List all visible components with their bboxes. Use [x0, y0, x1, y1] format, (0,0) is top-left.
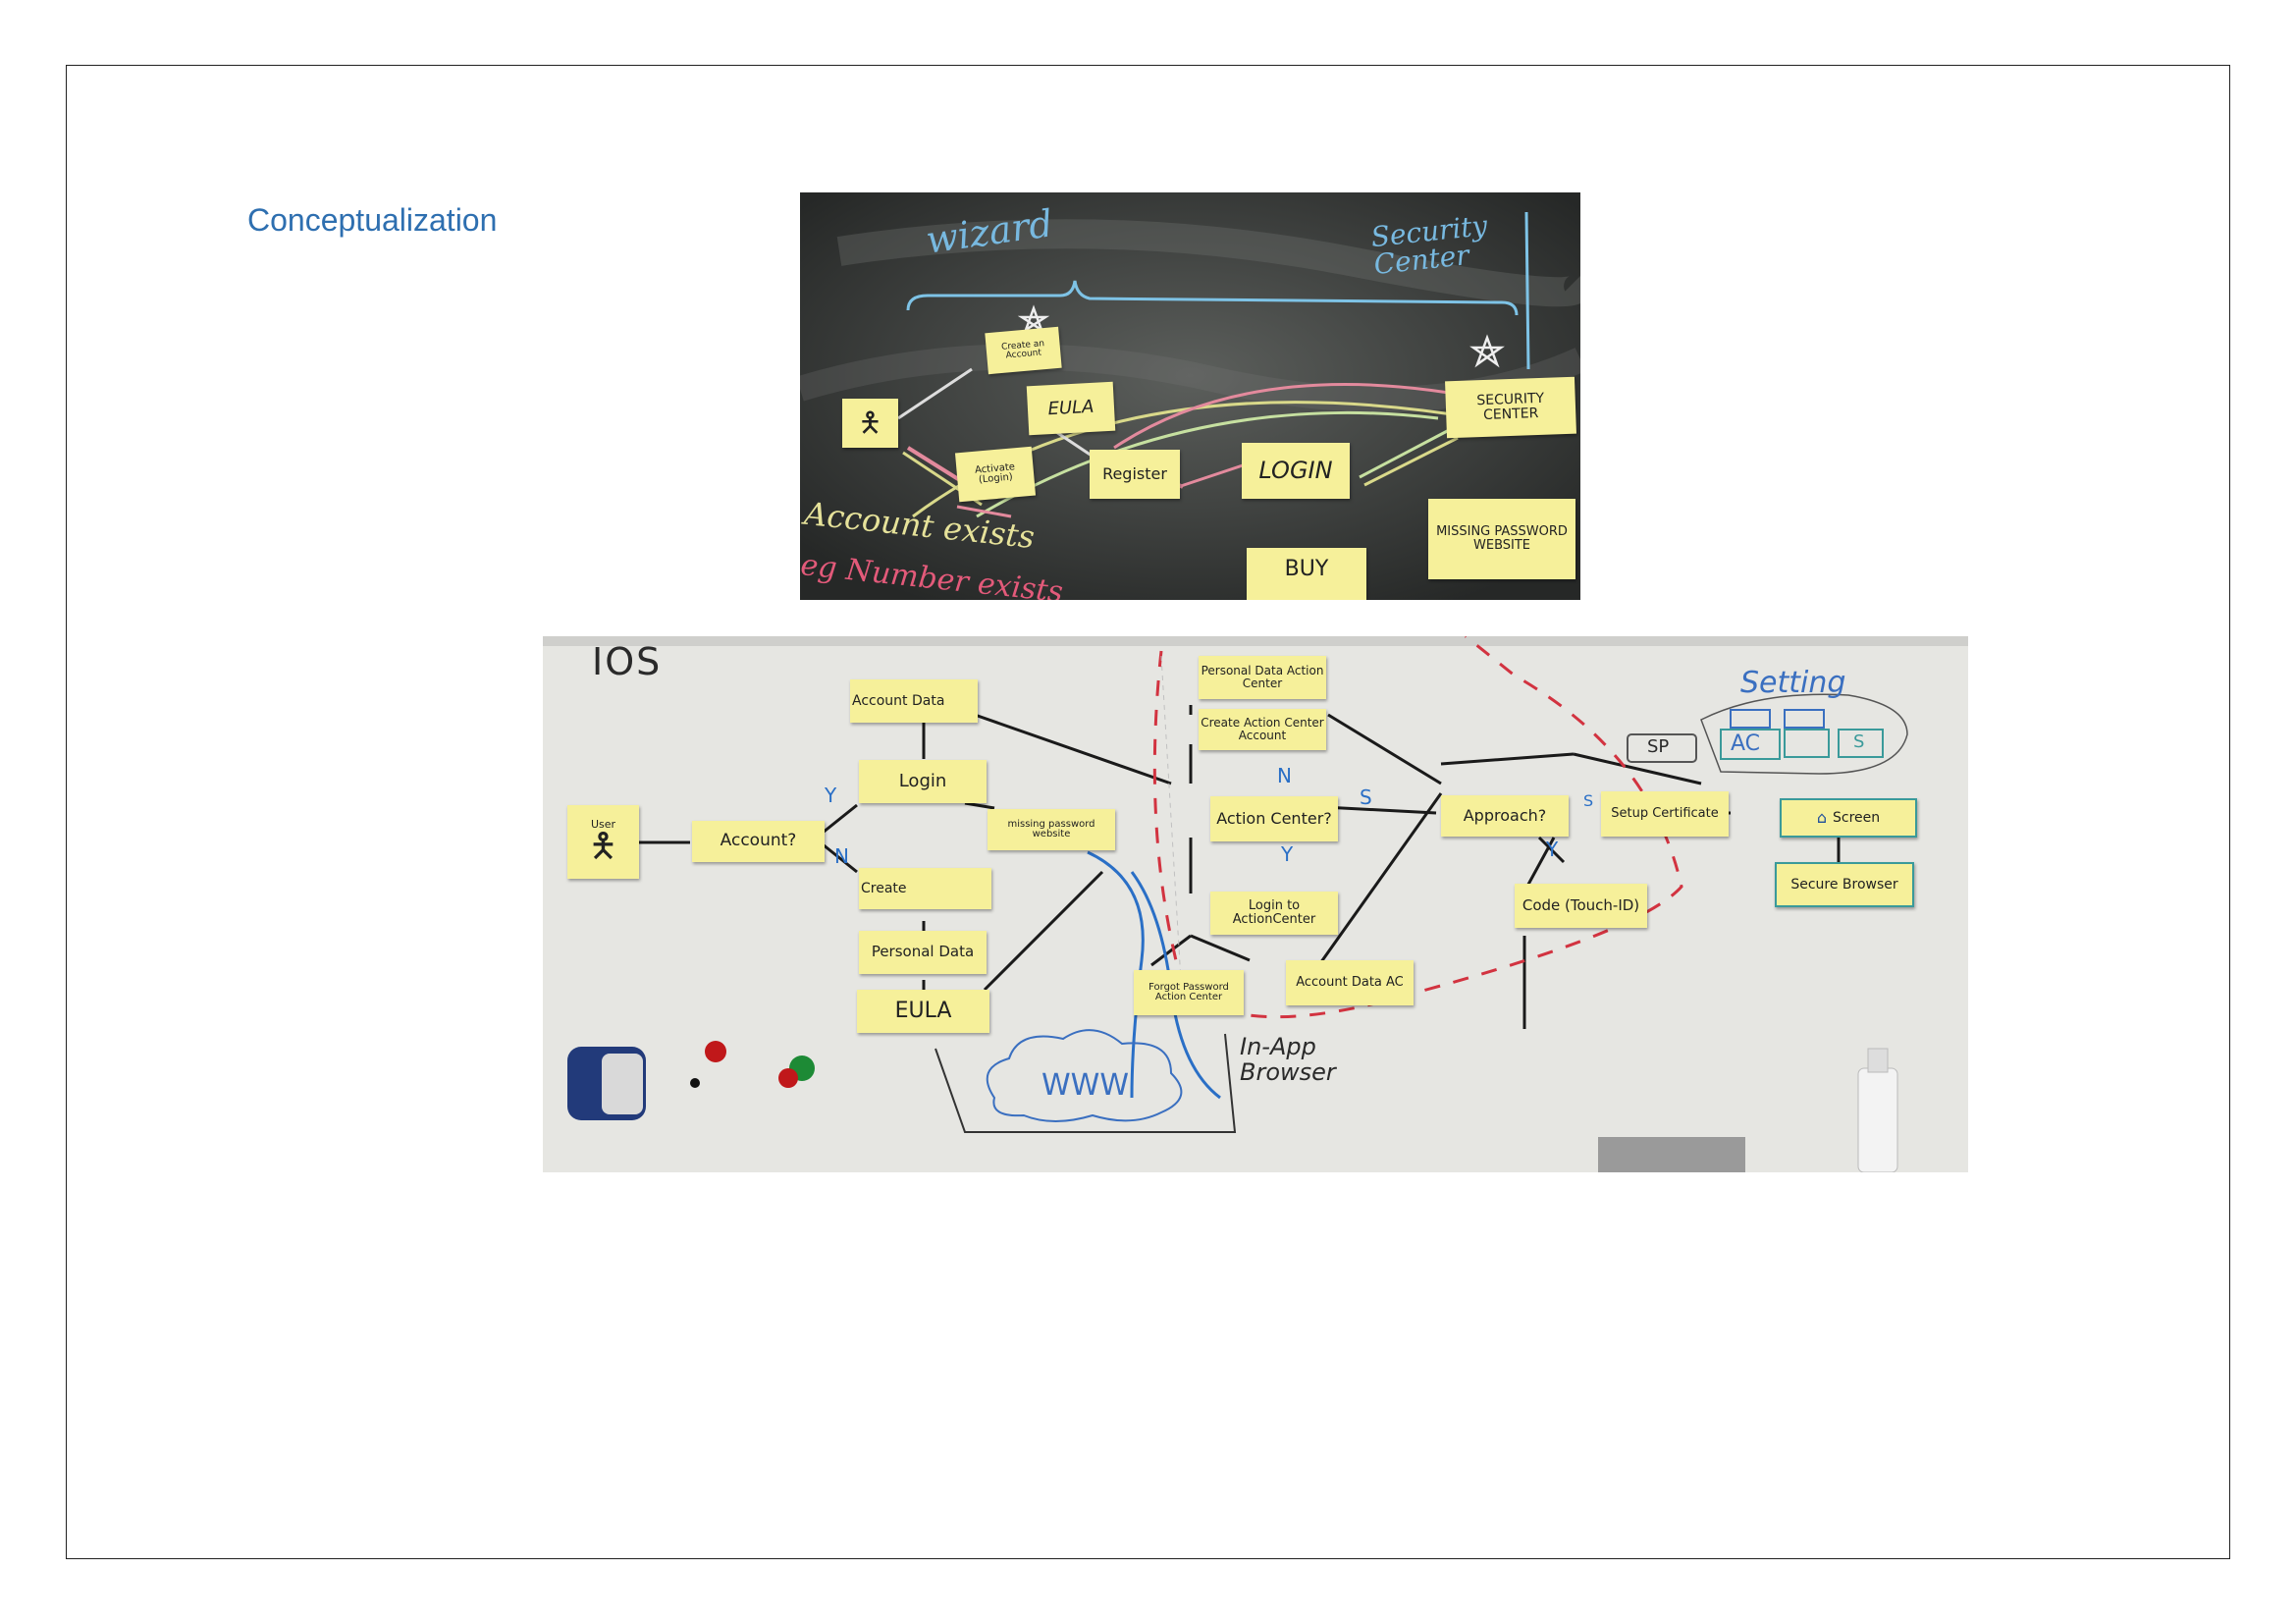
chalk-note-create-account: Create an Account	[985, 326, 1062, 375]
chalk-note-login: LOGIN	[1242, 443, 1350, 499]
chalk-note-buy: BUY	[1247, 548, 1366, 600]
page-frame	[66, 65, 2230, 1559]
wb-label-s2: S	[1583, 791, 1594, 810]
chalk-note-user-figure: 🯅	[842, 399, 898, 448]
wb-label-setting: Setting	[1740, 666, 1846, 700]
wb-note-setup-cert: Setup Certificate	[1601, 791, 1729, 837]
wb-note-user-label: User	[590, 817, 616, 831]
wb-note-create-ac-account: Create Action Center Account	[1199, 709, 1326, 750]
wb-setting-ac: AC	[1731, 731, 1761, 756]
wb-note-personal-data: Personal Data	[859, 931, 987, 974]
chalk-note-security-center: SECURITY CENTER	[1445, 376, 1576, 439]
whiteboard-photo: IOS Setting In-App Browser WWW Y N N S Y…	[543, 636, 1968, 1172]
wb-label-in-app-browser: In-App Browser	[1240, 1033, 1336, 1087]
chalk-note-register: Register	[1090, 450, 1180, 499]
wb-note-approach-q: Approach?	[1441, 795, 1569, 837]
wb-note-missing-password: missing password website	[988, 809, 1115, 850]
wb-note-screen-label: Screen	[1833, 809, 1881, 826]
wb-label-y3: Y	[1546, 838, 1559, 861]
wb-note-login: Login	[859, 760, 987, 803]
wb-note-account-data: Account Data	[850, 679, 978, 723]
wb-note-login-ac: Login to ActionCenter	[1210, 892, 1338, 935]
wb-setting-sp: SP	[1647, 736, 1670, 757]
wb-label-y2: Y	[1281, 842, 1294, 866]
wb-note-account-data-ac: Account Data AC	[1286, 960, 1414, 1005]
stick-figure-icon: 🯅	[588, 827, 618, 867]
wb-note-action-center-q: Action Center?	[1210, 796, 1338, 841]
wb-label-www: WWW	[1041, 1068, 1129, 1103]
wb-note-account-q: Account?	[692, 821, 825, 862]
wb-note-secure-browser: Secure Browser	[1775, 862, 1914, 907]
wb-note-user: User 🯅	[567, 805, 639, 879]
wb-label-s1: S	[1360, 785, 1372, 809]
chalk-note-activate: Activate (Login)	[954, 446, 1037, 503]
wb-note-eula: EULA	[857, 990, 989, 1033]
wb-note-forgot-password: Forgot Password Action Center	[1134, 970, 1244, 1015]
section-heading: Conceptualization	[247, 202, 498, 238]
wb-setting-s: S	[1853, 731, 1865, 752]
chalkboard-photo: wizard Security Center Account exists eg…	[800, 192, 1580, 600]
wb-note-create: Create	[859, 868, 991, 909]
stick-figure-icon: 🯅	[858, 406, 882, 440]
wb-label-n2: N	[1277, 764, 1292, 787]
wb-note-personal-data-ac: Personal Data Action Center	[1199, 656, 1326, 699]
chalk-note-eula: EULA	[1026, 381, 1116, 436]
wb-note-screen: ⌂ Screen	[1780, 798, 1917, 838]
wb-label-ios: IOS	[592, 640, 663, 683]
wb-note-code: Code (Touch-ID)	[1515, 884, 1647, 928]
home-icon: ⌂	[1816, 807, 1827, 827]
wb-label-y1: Y	[825, 784, 837, 807]
chalk-note-missing-password: MISSING PASSWORD WEBSITE	[1428, 499, 1575, 579]
wb-label-n1: N	[834, 844, 849, 868]
